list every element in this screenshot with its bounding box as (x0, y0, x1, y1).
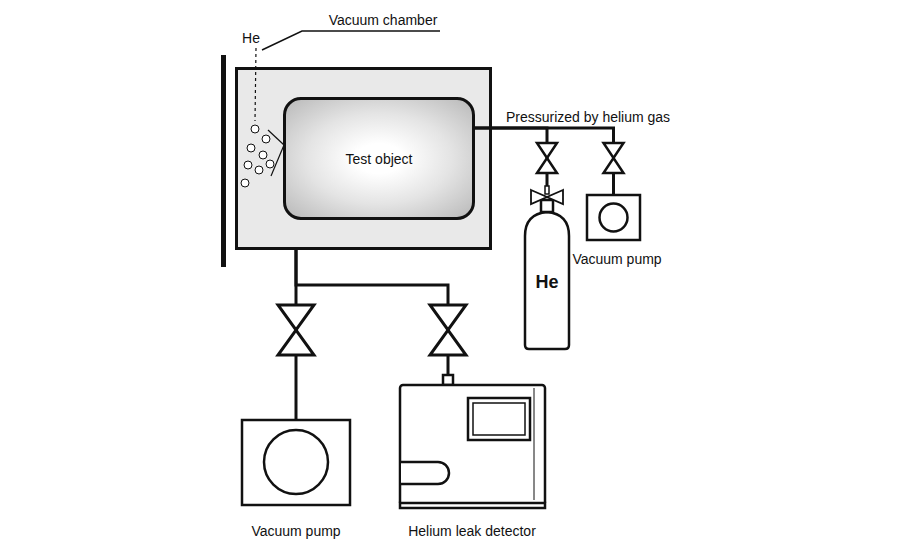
valve-symbol (278, 305, 314, 355)
vacuum-pump-symbol (587, 195, 640, 240)
node-label: Vacuum pump (251, 523, 340, 539)
flange-plate (221, 55, 226, 267)
helium-atoms (247, 144, 255, 152)
pipe (475, 128, 614, 195)
node-label: Test object (346, 151, 413, 167)
vacuum-pump: Vacuum pump (242, 420, 350, 505)
vacuum-chamber: Vacuum chamberTest object (235, 67, 492, 250)
helium-atoms (255, 166, 263, 174)
leader-line (262, 31, 440, 50)
flange-plate (221, 55, 226, 267)
vacuum-pump-symbol (242, 420, 350, 505)
leak-cone (268, 130, 284, 145)
helium-leader-line (255, 48, 256, 121)
leak-detector-symbol (534, 388, 535, 500)
valve-symbol (604, 143, 624, 173)
gas-label: He (242, 30, 260, 46)
vacuum-pump-symbol (242, 420, 350, 505)
helium-atoms (244, 161, 252, 169)
leader-line (262, 31, 440, 50)
node-label: He (535, 272, 558, 292)
leak-detector-symbol (401, 462, 449, 484)
vacuum-pump-symbol (264, 430, 328, 494)
valve-symbol (537, 143, 557, 173)
leak-detector-symbol (400, 375, 545, 508)
valve-symbol (604, 143, 624, 173)
vacuum-pump: Vacuum pump (587, 195, 640, 240)
helium-atoms (251, 125, 259, 133)
helium-leak-detector: Helium leak detector (400, 375, 545, 508)
node-label: Vacuum chamber (329, 12, 438, 28)
helium-atoms (259, 151, 267, 159)
helium-cylinder (545, 186, 549, 194)
leak-detector-symbol (473, 403, 525, 435)
node-label: Vacuum pump (572, 251, 661, 267)
helium-cylinder (525, 186, 569, 349)
helium-atoms (241, 125, 274, 187)
valve-symbol (537, 143, 557, 173)
vacuum-pump-symbol (587, 195, 640, 240)
leak-detector-symbol (468, 398, 530, 440)
helium-cylinder: He (522, 186, 572, 350)
leak-detector-symbol (443, 375, 453, 385)
valve-symbol (430, 305, 466, 355)
helium-cylinder (525, 212, 569, 349)
leak-detector-symbol (400, 503, 545, 508)
helium-leader-line (255, 48, 256, 121)
chamber-fill (236, 68, 491, 249)
leak-detector-symbol (400, 385, 545, 505)
pipe-label: Pressurized by helium gas (504, 109, 672, 125)
helium-cylinder (541, 200, 553, 212)
pipe (296, 250, 448, 375)
helium-atoms (266, 160, 274, 168)
node-label: Helium leak detector (408, 523, 536, 539)
vacuum-pump-symbol (600, 204, 628, 232)
valve-symbol (278, 305, 314, 355)
valve-symbol (430, 305, 466, 355)
pipe (475, 128, 547, 186)
leak-cone (268, 130, 284, 176)
helium-atoms (241, 179, 249, 187)
helium-atoms (262, 135, 270, 143)
chamber-fill (236, 68, 491, 249)
test-object: Test object (283, 97, 475, 220)
